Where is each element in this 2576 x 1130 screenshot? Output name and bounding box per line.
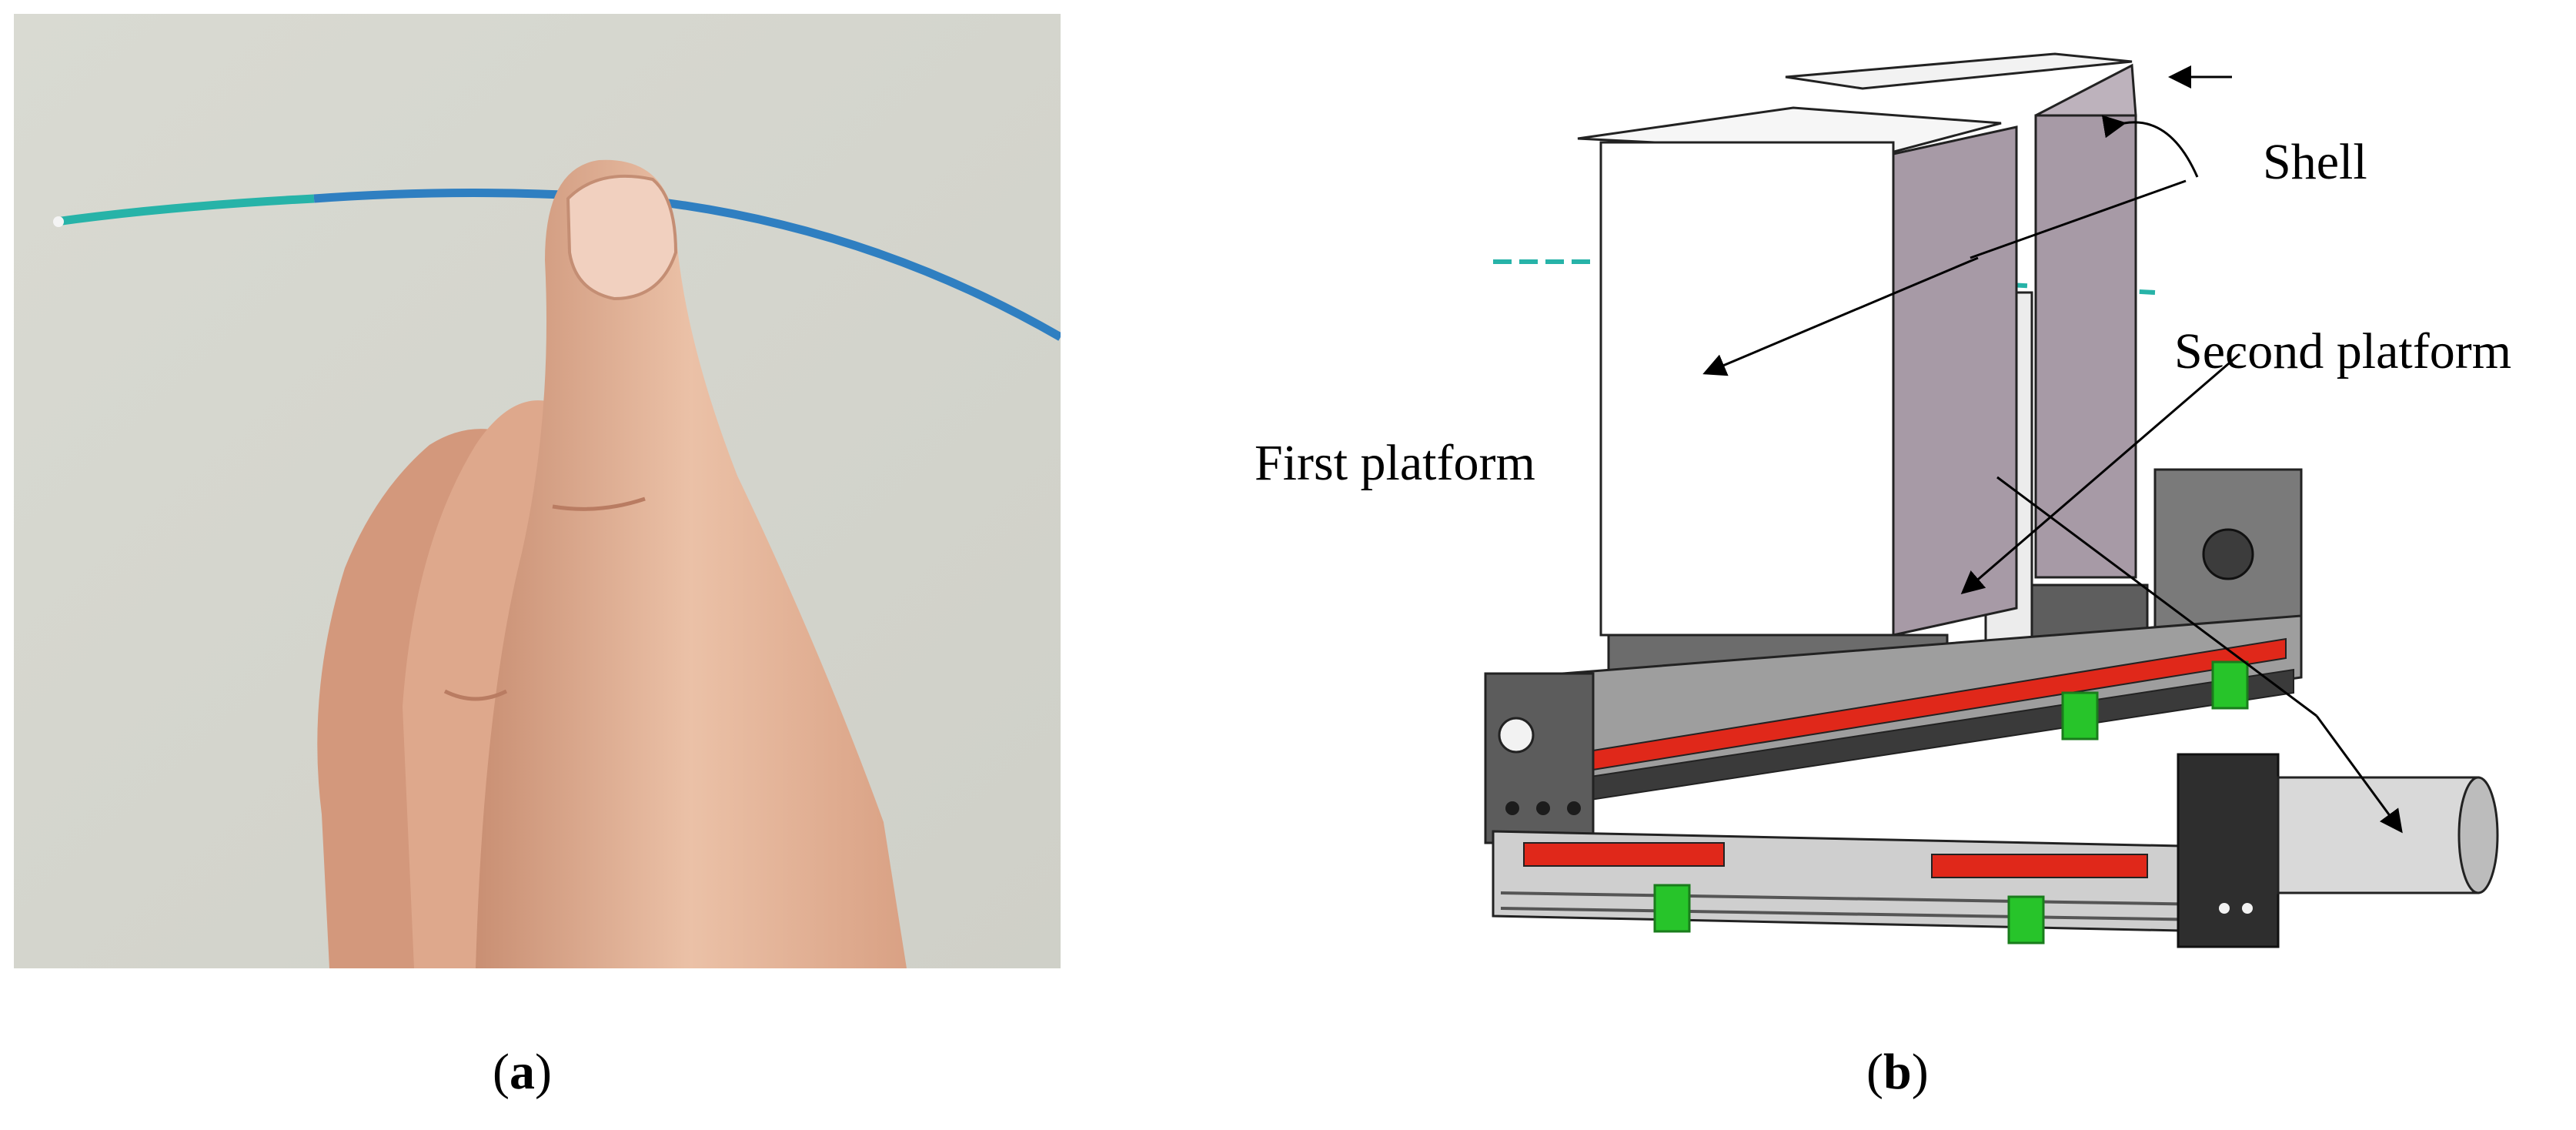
caption-a-letter: a [509, 1044, 535, 1100]
front-end-plate [1484, 672, 1595, 844]
second-platform-arrow [1960, 353, 2240, 594]
label-shell: Shell [2263, 134, 2367, 190]
upper-rail [1561, 614, 2303, 802]
robot-cad-drawing: Shell Second platform First platform [1224, 0, 2576, 1016]
thumbnail [566, 174, 678, 301]
caption-a: (a) [493, 1044, 552, 1100]
label-second-platform: Second platform [2174, 323, 2511, 379]
front-shell [1577, 106, 2018, 637]
guidewire-photo [14, 14, 1061, 968]
caption-b-letter: b [1883, 1044, 1912, 1100]
stepper-motor [2177, 753, 2499, 948]
first-platform-arrow [1996, 476, 2403, 834]
shell-arrows [1702, 65, 2232, 376]
guidewire-teal-segment [55, 194, 315, 226]
label-first-platform: First platform [1255, 435, 1535, 491]
green-clips [1653, 660, 2249, 944]
guidewire-tip [53, 216, 64, 227]
lower-rail [1492, 830, 2218, 933]
hand-thumb [476, 159, 907, 968]
caption-b: (b) [1866, 1044, 1929, 1100]
